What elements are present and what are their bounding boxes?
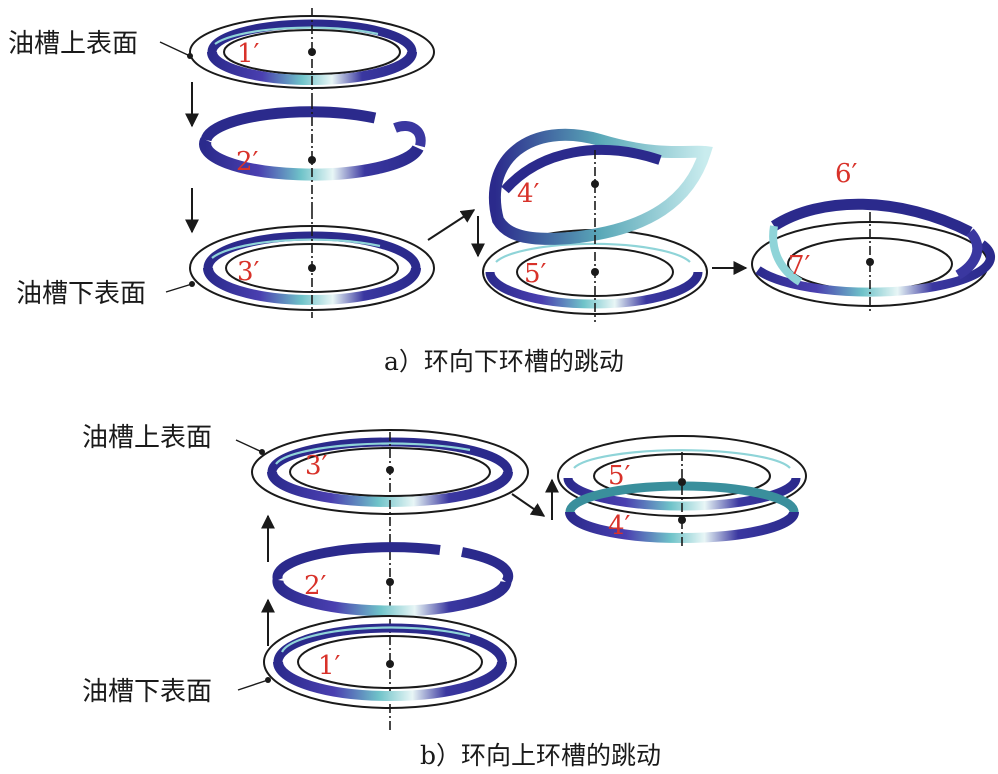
part-a: 1′ 油槽上表面 2′ 3′ <box>8 8 996 376</box>
b-lower-groove: 1′ <box>263 615 517 709</box>
label-lower-surface-b: 油槽下表面 <box>82 677 212 707</box>
label-a1: 1′ <box>237 39 260 69</box>
a-ring-2: 2′ <box>199 100 426 210</box>
a-middle-groove: 4′ 5′ <box>482 128 713 322</box>
a-upper-groove: 1′ <box>189 8 435 100</box>
label-a2: 2′ <box>236 147 259 177</box>
label-b2: 2′ <box>304 571 327 601</box>
a-right-groove: 6′ 7′ <box>751 159 996 312</box>
label-b5: 5′ <box>608 461 631 491</box>
part-b: 3′ 油槽上表面 2′ 1′ 油槽下表面 <box>82 423 807 770</box>
label-upper-surface-b: 油槽上表面 <box>82 423 212 453</box>
label-b3: 3′ <box>305 451 328 481</box>
label-a6: 6′ <box>835 159 858 189</box>
label-b1: 1′ <box>318 651 341 681</box>
label-upper-surface-a: 油槽上表面 <box>8 29 138 59</box>
label-a5: 5′ <box>524 259 547 289</box>
label-a4: 4′ <box>517 179 540 209</box>
b-right-groove: 5′ 4′ <box>557 435 807 546</box>
caption-b: b）环向上环槽的跳动 <box>420 741 661 770</box>
label-a7: 7′ <box>788 251 811 281</box>
label-a3: 3′ <box>237 257 260 287</box>
caption-a: a）环向下环槽的跳动 <box>384 347 624 376</box>
label-b4: 4′ <box>608 511 631 541</box>
label-lower-surface-a: 油槽下表面 <box>16 279 146 309</box>
a-lower-groove: 3′ <box>189 210 435 318</box>
b-ring-2: 2′ <box>272 542 514 617</box>
